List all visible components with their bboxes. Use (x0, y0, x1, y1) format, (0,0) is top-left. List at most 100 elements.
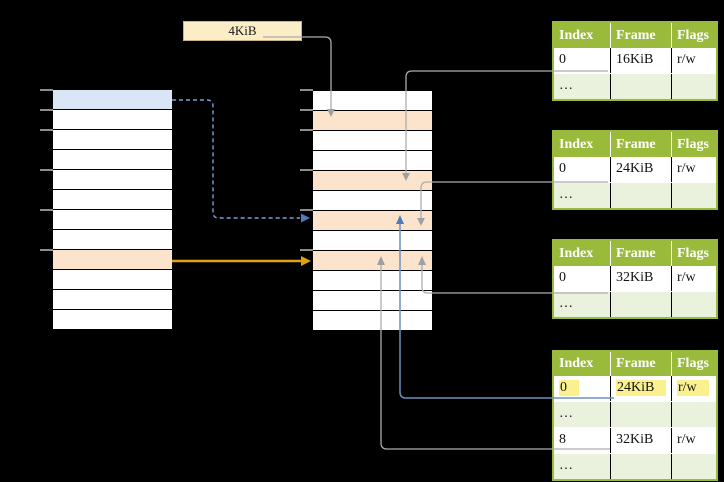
page-size-label-box: 4KiB (183, 21, 302, 41)
table-row: … (554, 291, 716, 317)
table-cell: r/w (671, 266, 716, 291)
arrow-virtual-page-mapping-dashed (172, 99, 300, 219)
table-cell: 0 (554, 376, 610, 401)
tick-mark (40, 249, 53, 251)
memory-row-5 (313, 191, 432, 211)
table-cell: r/w (671, 157, 716, 182)
table-cell: 24KiB (610, 376, 671, 401)
tick-mark (300, 249, 313, 251)
table-cell: 16KiB (610, 48, 671, 73)
header-cell-index: Index (559, 137, 594, 152)
table-cell (610, 292, 671, 317)
table-cell: 32KiB (610, 428, 671, 453)
memory-row-8 (313, 251, 432, 271)
memory-row-1 (313, 111, 432, 131)
memory-row-0 (53, 90, 172, 110)
table-cell (610, 183, 671, 208)
table-cell: r/w (671, 428, 716, 453)
table-cell (671, 183, 716, 208)
physical-memory-column (313, 90, 432, 331)
table-cell: 24KiB (610, 157, 671, 182)
header-cell-flags: Flags (671, 132, 716, 157)
header-cell-flags: Flags (671, 23, 716, 48)
table-cell: r/w (671, 376, 716, 401)
table-cell: … (559, 296, 573, 311)
table-cell: 0 (559, 52, 566, 67)
memory-row-2 (53, 130, 172, 150)
table-cell: 32KiB (610, 266, 671, 291)
tick-mark (40, 109, 53, 111)
tick-mark (300, 169, 313, 171)
memory-row-0 (313, 91, 432, 111)
table-cell: … (559, 187, 573, 202)
header-cell-frame: Frame (610, 132, 671, 157)
memory-row-8 (53, 250, 172, 270)
table-cell: … (559, 406, 573, 421)
memory-row-7 (53, 230, 172, 250)
tick-mark (40, 209, 53, 211)
arrowhead-right-icon (301, 256, 311, 266)
memory-row-5 (53, 190, 172, 210)
arrowhead-right-icon (301, 213, 310, 223)
tick-mark (300, 89, 313, 91)
table-cell: 0 (559, 161, 566, 176)
table-cell (610, 402, 671, 427)
memory-row-10 (53, 290, 172, 310)
table-row: 0 24KiB r/w (554, 376, 716, 401)
highlighted-value: 24KiB (616, 380, 667, 396)
table-cell: … (559, 78, 573, 93)
table-cell: … (559, 458, 573, 473)
memory-row-6 (313, 211, 432, 231)
header-cell-frame: Frame (610, 23, 671, 48)
tick-mark (300, 109, 313, 111)
table-cell: r/w (671, 48, 716, 73)
memory-row-11 (53, 310, 172, 330)
header-cell-index: Index (559, 356, 594, 371)
table-cell (671, 74, 716, 99)
table-cell (671, 454, 716, 479)
memory-row-7 (313, 231, 432, 251)
tick-mark (40, 89, 53, 91)
tick-mark (40, 169, 53, 171)
memory-row-6 (53, 210, 172, 230)
tick-mark (40, 129, 53, 131)
virtual-memory-column (53, 89, 172, 330)
memory-row-2 (313, 131, 432, 151)
table-row: … (554, 401, 716, 427)
header-cell-flags: Flags (671, 241, 716, 266)
memory-row-10 (313, 291, 432, 311)
page-size-label: 4KiB (228, 23, 257, 38)
table-cell: 0 (559, 270, 566, 285)
memory-row-3 (53, 150, 172, 170)
memory-row-11 (313, 311, 432, 331)
highlighted-value: 0 (559, 380, 579, 396)
header-cell-flags: Flags (671, 352, 716, 376)
tick-mark (300, 209, 313, 211)
header-cell-index: Index (559, 28, 594, 43)
table-cell (610, 454, 671, 479)
memory-row-9 (53, 270, 172, 290)
table-cell (610, 74, 671, 99)
table-row: … (554, 453, 716, 479)
table-cell: 8 (559, 432, 566, 447)
header-cell-frame: Frame (610, 241, 671, 266)
memory-row-9 (313, 271, 432, 291)
tick-mark (300, 129, 313, 131)
header-cell-index: Index (559, 246, 594, 261)
table-row: … (554, 73, 716, 99)
table-row: … (554, 182, 716, 208)
highlighted-value: r/w (677, 380, 709, 396)
